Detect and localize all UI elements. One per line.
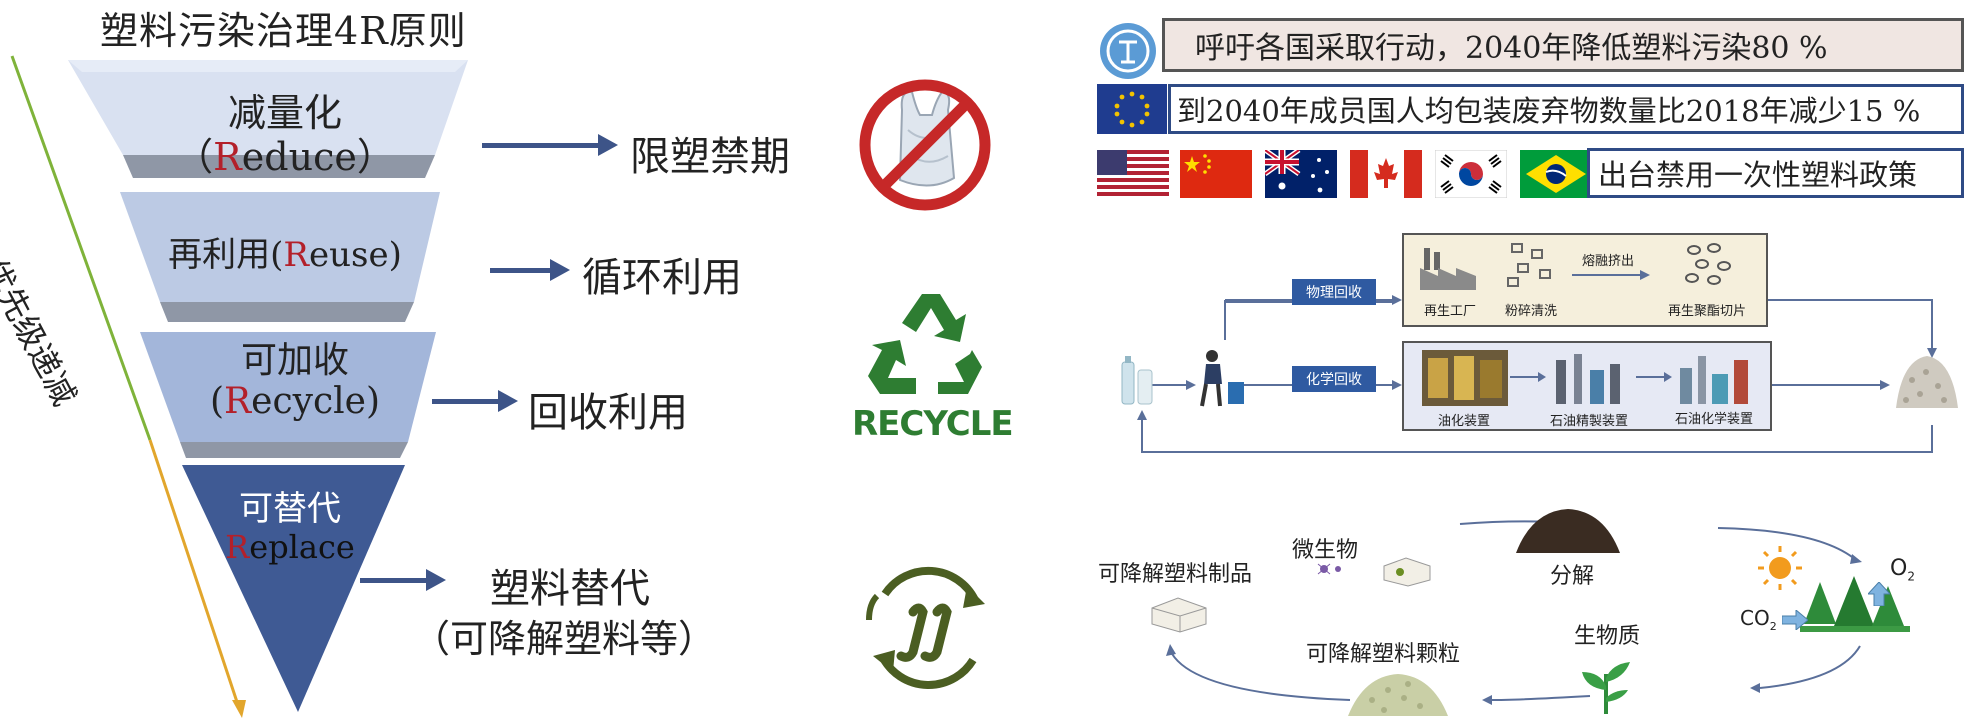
un-emblem-icon — [1100, 23, 1156, 79]
arrow-reduce — [482, 143, 600, 148]
south-korea-flag-icon — [1435, 150, 1507, 198]
physical-recycle-label: 物理回收 — [1292, 279, 1376, 305]
action-recycle: 回收利用 — [528, 390, 688, 436]
step-refinery: 石油精製装置 — [1550, 414, 1629, 429]
soil-pile-icon — [1516, 509, 1620, 553]
foam-box-icon — [1151, 597, 1207, 633]
petrochemical-icon — [1680, 356, 1748, 404]
tier-reduce-shape — [68, 60, 468, 155]
biodegradable-icon — [866, 566, 985, 689]
tier-reuse-shape — [120, 192, 440, 302]
refinery-icon — [1556, 354, 1620, 404]
co2-label: CO2 — [1740, 606, 1777, 633]
chemical-recycle-label: 化学回收 — [1292, 366, 1376, 392]
tier-reduce-label: 减量化（Reduce） — [175, 91, 395, 179]
china-flag-icon — [1180, 150, 1252, 198]
arrow-reuse — [490, 268, 552, 273]
usa-flag-icon — [1097, 150, 1169, 198]
person-recycling-icon — [1200, 350, 1244, 407]
co2-arrow-icon — [1782, 610, 1808, 630]
recycled-pellets-icon — [1896, 356, 1958, 408]
melt-arrow — [1572, 270, 1650, 280]
action-reduce: 限塑禁期 — [630, 134, 790, 180]
tier-recycle-shape — [140, 332, 436, 442]
recycle-icon — [868, 294, 982, 394]
step-oil: 油化装置 — [1438, 414, 1491, 429]
action-replace-line2: （可降解塑料等） — [412, 617, 717, 661]
funnel-4r — [68, 60, 468, 712]
step-crush: 粉碎清洗 — [1505, 304, 1558, 319]
factory-icon — [1420, 248, 1476, 290]
diagram-title: 塑料污染治理4R原则 — [100, 9, 467, 53]
arrow-replace-head — [426, 569, 446, 591]
trees-icon — [1800, 576, 1910, 632]
decompose-label: 分解 — [1550, 564, 1595, 589]
plastic-bottles-icon — [1121, 356, 1153, 405]
degradable-pellets-icon — [1348, 674, 1448, 716]
eu-flag-icon — [1097, 84, 1167, 134]
policy-eu: 到2040年成员国人均包装废弃物数量比2018年减少15 % — [1168, 84, 1964, 134]
step-chips: 再生聚酯切片 — [1668, 304, 1747, 319]
o2-arrow-icon — [1868, 582, 1890, 606]
step-factory: 再生工厂 — [1424, 304, 1477, 319]
tier-replace-label: 可替代 Replace — [225, 489, 355, 567]
policy-un: 呼吁各国采取行动，2040年降低塑料污染80 % — [1162, 18, 1964, 72]
pet-chips-icon — [1685, 243, 1731, 285]
biodegradation-cycle — [1166, 517, 1862, 705]
australia-flag-icon — [1265, 150, 1337, 198]
microbe-icon — [1317, 563, 1341, 575]
tier-replace-shape — [182, 465, 405, 712]
arrow-recycle — [432, 399, 500, 404]
canada-flag-icon — [1350, 150, 1422, 198]
chem-arrows — [1510, 372, 1672, 382]
biomass-label: 生物质 — [1574, 624, 1641, 649]
seedling-icon — [1582, 662, 1630, 714]
o2-label: O2 — [1890, 556, 1915, 584]
tier-recycle-label: 可加收 (Recycle) — [210, 340, 380, 423]
priority-arrow — [10, 55, 246, 718]
arrow-recycle-head — [498, 390, 518, 412]
no-plastic-bag-icon — [859, 79, 991, 211]
step-melt: 熔融挤出 — [1582, 254, 1635, 269]
arrow-reduce-head — [598, 134, 618, 156]
action-replace-line1: 塑料替代 — [490, 566, 650, 612]
arrow-replace — [360, 578, 428, 583]
foam-box-small-icon — [1383, 557, 1431, 587]
oilification-icon — [1422, 350, 1508, 406]
step-petrochem: 石油化学装置 — [1675, 412, 1754, 427]
recycle-text: RECYCLE — [852, 404, 1014, 444]
crushed-flakes-icon — [1507, 243, 1551, 287]
arrow-reuse-head — [550, 259, 570, 281]
pellets-label: 可降解塑料颗粒 — [1306, 642, 1461, 667]
action-reuse: 循环利用 — [582, 255, 742, 301]
sun-icon — [1758, 546, 1802, 590]
brazil-flag-icon — [1520, 150, 1592, 198]
tier-reuse-label: 再利用(Reuse) — [168, 235, 402, 275]
microbe-label: 微生物 — [1292, 538, 1359, 563]
policy-countries: 出台禁用一次性塑料政策 — [1587, 148, 1964, 198]
degradable-product-label: 可降解塑料制品 — [1098, 562, 1253, 587]
